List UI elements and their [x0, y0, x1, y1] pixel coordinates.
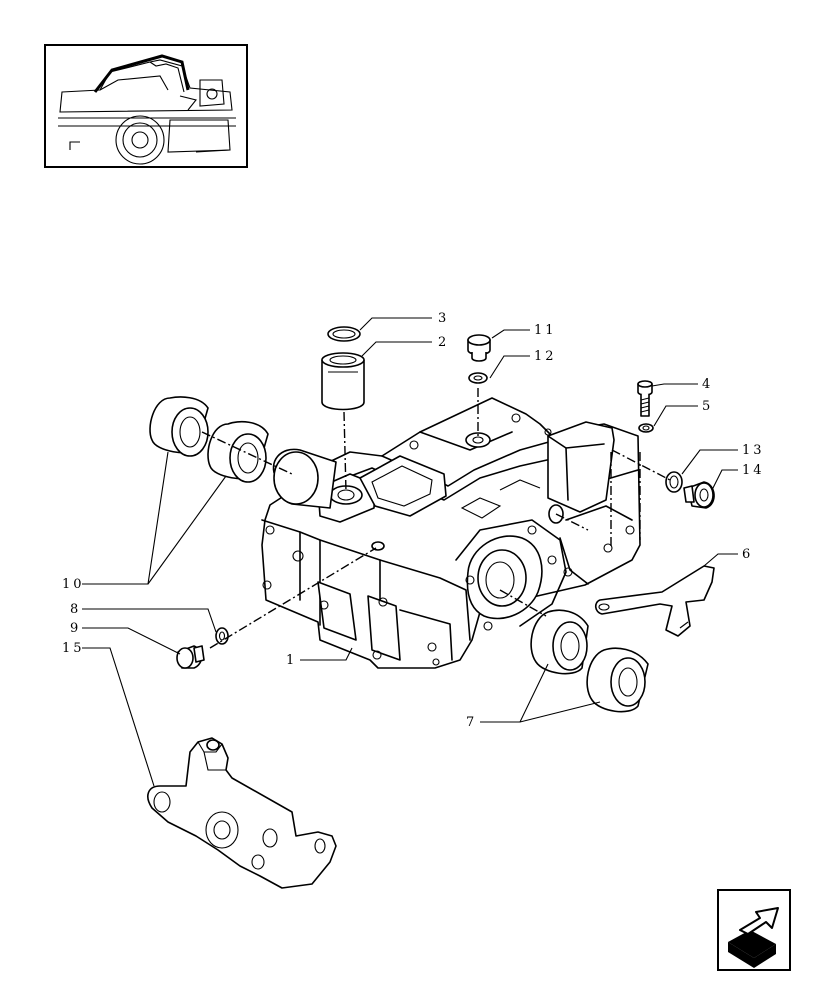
callout-2: 2	[438, 335, 449, 350]
part-14-plug[interactable]	[683, 481, 715, 509]
part-5-washer[interactable]	[638, 423, 654, 433]
part-7-bushing-b[interactable]	[586, 647, 649, 713]
lift-housing[interactable]	[261, 397, 641, 669]
callout-13: 13	[742, 443, 765, 458]
callout-10: 10	[62, 577, 85, 592]
part-6-bracket[interactable]	[594, 565, 715, 637]
callout-labels: 3 2 11 12 4 5 13 14 6 10 8 9 15 1 7	[62, 311, 765, 730]
part-11-plug[interactable]	[467, 334, 491, 362]
callout-11: 11	[534, 323, 557, 338]
part-8-washer[interactable]	[215, 627, 229, 645]
callout-14: 14	[742, 463, 765, 478]
callout-5: 5	[702, 399, 713, 414]
callout-6: 6	[742, 547, 753, 562]
part-4-bolt[interactable]	[637, 380, 653, 417]
tractor-location-thumbnail[interactable]	[44, 44, 248, 168]
leader-lines	[82, 317, 738, 787]
callout-15: 15	[62, 641, 85, 656]
part-2-sleeve[interactable]	[321, 352, 365, 411]
part-9-plug[interactable]	[176, 645, 205, 669]
callout-4: 4	[702, 377, 713, 392]
callout-8: 8	[70, 602, 81, 617]
callout-9: 9	[70, 621, 81, 636]
part-3-o-ring[interactable]	[327, 326, 361, 342]
part-12-washer[interactable]	[468, 372, 488, 384]
next-page-arrow-icon[interactable]	[717, 889, 791, 971]
callout-7: 7	[466, 715, 477, 730]
part-13-seal-ring[interactable]	[665, 471, 683, 493]
part-15-mounting-plate[interactable]	[147, 737, 337, 889]
part-10-bushing-a[interactable]	[149, 396, 209, 457]
callout-12: 12	[534, 349, 557, 364]
part-10-bushing-b[interactable]	[207, 420, 269, 483]
callout-1: 1	[286, 653, 297, 668]
part-7-bushing-a[interactable]	[530, 609, 589, 675]
callout-3: 3	[438, 311, 449, 326]
assembly-center-lines	[201, 388, 671, 649]
